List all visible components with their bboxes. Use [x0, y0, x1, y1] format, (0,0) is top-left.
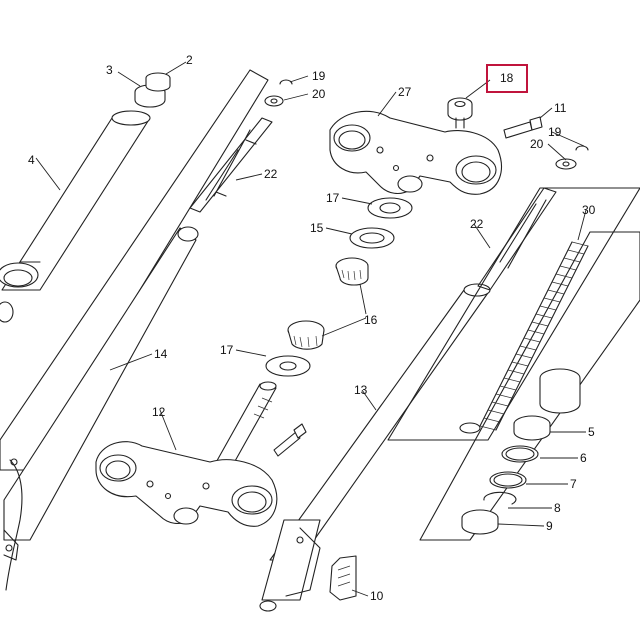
callout-13[interactable]: 13 [354, 383, 368, 397]
callout-8[interactable]: 8 [554, 501, 561, 515]
callout-14[interactable]: 14 [154, 347, 168, 361]
steering-stem-nut [447, 97, 473, 129]
callout-15[interactable]: 15 [310, 221, 324, 235]
bearing-parts-upper [349, 197, 413, 249]
right-damper-rod [387, 187, 640, 441]
callout-27[interactable]: 27 [398, 85, 412, 99]
callout-7[interactable]: 7 [570, 477, 577, 491]
fork-guard [329, 555, 357, 601]
seal-stack [461, 368, 581, 535]
lower-triple-clamp [95, 381, 307, 527]
right-fork-leg [259, 283, 491, 612]
right-washer-clip [555, 145, 589, 170]
steering-bearings [287, 257, 369, 350]
callout-22-left[interactable]: 22 [264, 167, 278, 181]
callout-4[interactable]: 4 [28, 153, 35, 167]
callout-11[interactable]: 11 [554, 101, 567, 115]
callout-12[interactable]: 12 [152, 405, 166, 419]
callout-6[interactable]: 6 [580, 451, 587, 465]
clamp-bolt [503, 116, 543, 139]
left-washer-clip [264, 79, 293, 107]
left-damper-rod [189, 117, 273, 213]
callout-22-right[interactable]: 22 [470, 217, 484, 231]
callout-16[interactable]: 16 [364, 313, 378, 327]
callout-19-right[interactable]: 19 [548, 125, 562, 139]
callout-labels: 18 3 2 19 20 27 11 19 20 4 22 17 15 22 3… [28, 53, 596, 603]
callout-5[interactable]: 5 [588, 425, 595, 439]
upper-triple-clamp [329, 110, 502, 195]
callout-18[interactable]: 18 [500, 71, 514, 85]
left-fork-leg [0, 69, 269, 591]
highlight-box-18 [486, 64, 528, 93]
callout-2[interactable]: 2 [186, 53, 193, 67]
leader-lines [35, 61, 587, 597]
callout-17-lower[interactable]: 17 [220, 343, 234, 357]
fork-cap-parts [134, 72, 171, 108]
callout-10[interactable]: 10 [370, 589, 384, 603]
callout-20-left[interactable]: 20 [312, 87, 326, 101]
fork-spring-panel [419, 231, 640, 541]
callout-9[interactable]: 9 [546, 519, 553, 533]
callout-19-left[interactable]: 19 [312, 69, 326, 83]
callout-20-right[interactable]: 20 [530, 137, 544, 151]
lower-dust-washer [265, 355, 311, 377]
callout-3[interactable]: 3 [106, 63, 113, 77]
callout-17-upper[interactable]: 17 [326, 191, 340, 205]
callout-30[interactable]: 30 [582, 203, 596, 217]
